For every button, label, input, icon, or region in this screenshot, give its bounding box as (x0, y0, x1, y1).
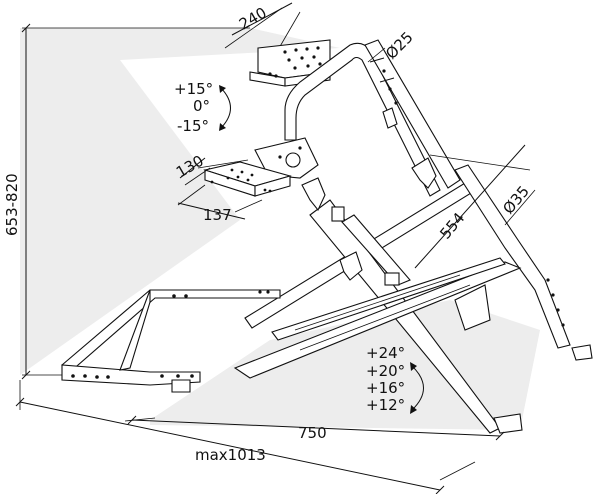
shaded-planes (20, 28, 540, 430)
height-label: 653-820 (3, 173, 21, 236)
base-dimensions: 750 max1013 (15, 380, 505, 494)
plate-holes (268, 46, 322, 78)
angle-16-label: +16° (366, 379, 405, 397)
angle-24-label: +24° (366, 344, 405, 362)
tilt-minus-label: -15° (177, 117, 209, 135)
lower-pedal-plate (202, 137, 319, 197)
tilt-indicator: +15° 0° -15° (174, 80, 231, 135)
angle-indicator: +24° +20° +16° +12° (366, 344, 424, 414)
upper-frame (284, 39, 461, 197)
angle-12-label: +12° (366, 396, 405, 414)
tilt-zero-label: 0° (193, 97, 210, 115)
max-length-label: max1013 (195, 446, 266, 464)
lower-plate-width-label: 137 (203, 206, 232, 224)
angle-20-label: +20° (366, 362, 405, 380)
base-length-label: 750 (298, 424, 327, 442)
tube-diameter-mid-label: Ø35 (499, 182, 533, 217)
base-rail (233, 257, 522, 379)
foot-tray (61, 289, 281, 393)
height-dimension: 653-820 (3, 23, 250, 380)
tilt-plus-label: +15° (174, 80, 213, 98)
main-frame (244, 164, 593, 434)
